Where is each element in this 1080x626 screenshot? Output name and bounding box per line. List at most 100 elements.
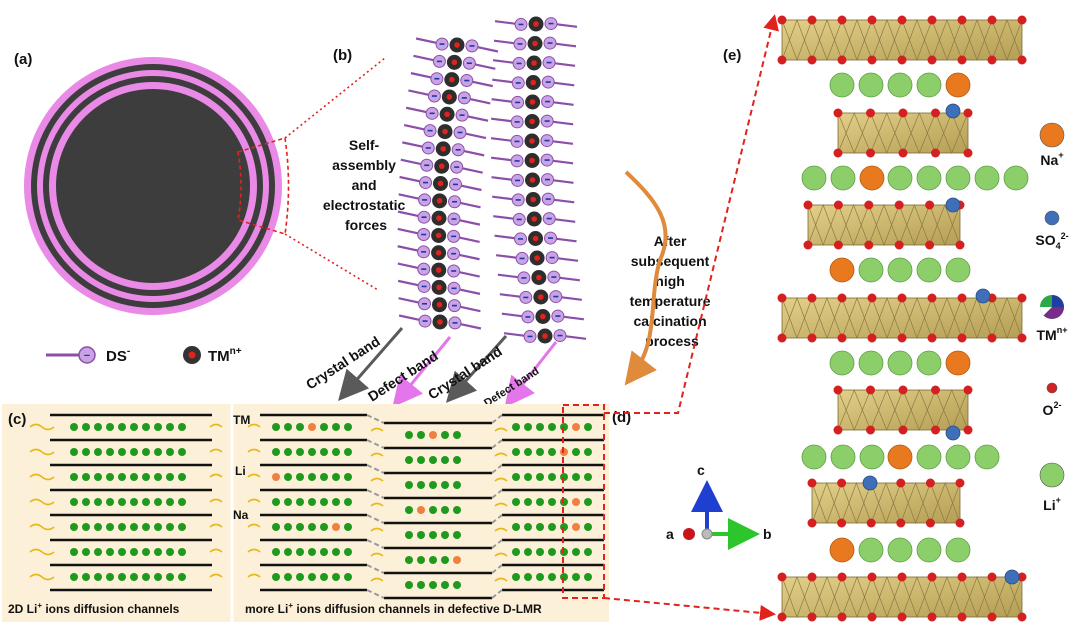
li-ion bbox=[453, 581, 461, 589]
li-ion bbox=[106, 523, 114, 531]
li-ion bbox=[284, 448, 292, 456]
li-ion bbox=[284, 573, 292, 581]
li-ion bbox=[178, 548, 186, 556]
li-ion bbox=[166, 573, 174, 581]
oxygen-atom bbox=[925, 200, 935, 210]
li-atom bbox=[916, 350, 942, 376]
defect-link bbox=[491, 514, 503, 524]
tm-ion-core bbox=[444, 111, 450, 118]
oxygen-atom bbox=[803, 240, 813, 250]
li-ion bbox=[142, 448, 150, 456]
na-ion bbox=[417, 506, 425, 514]
li-ion bbox=[106, 573, 114, 581]
li-ion bbox=[296, 498, 304, 506]
li-ion bbox=[284, 523, 292, 531]
diffusion-path bbox=[29, 573, 55, 581]
li-ion bbox=[536, 423, 544, 431]
panel-label-b: (b) bbox=[333, 47, 352, 64]
li-ion bbox=[584, 573, 592, 581]
li-ion bbox=[166, 423, 174, 431]
ds-charge bbox=[547, 42, 553, 44]
oxygen-atom bbox=[897, 333, 907, 343]
li-ion bbox=[178, 448, 186, 456]
oxygen-atom bbox=[867, 293, 877, 303]
ds-charge bbox=[544, 159, 550, 161]
oxygen-atom bbox=[957, 15, 967, 25]
li-ion bbox=[178, 473, 186, 481]
na-atom bbox=[829, 257, 855, 283]
ds-charge bbox=[466, 62, 472, 65]
li-ion bbox=[130, 448, 138, 456]
diffusion-path bbox=[209, 573, 223, 578]
oxygen-atom bbox=[897, 15, 907, 25]
sulfate-atom bbox=[862, 475, 878, 491]
li-ion bbox=[441, 456, 449, 464]
diffusion-path bbox=[370, 502, 384, 507]
tm-ion-core bbox=[532, 40, 538, 47]
ds-charge bbox=[422, 320, 428, 322]
li-ion bbox=[572, 548, 580, 556]
li-atom bbox=[830, 165, 856, 191]
li-ion bbox=[82, 423, 90, 431]
panel-label-c: (c) bbox=[8, 411, 26, 428]
legend-ds-label: DS- bbox=[106, 346, 130, 365]
li-ion bbox=[332, 548, 340, 556]
li-ion bbox=[344, 548, 352, 556]
na-ion bbox=[572, 423, 580, 431]
ds-charge bbox=[514, 160, 520, 162]
li-ion bbox=[82, 573, 90, 581]
tm-legend-icon-part bbox=[1040, 307, 1052, 316]
oxygen-atom bbox=[866, 385, 875, 395]
panel-c: (c) 2D Li+ ions diffusion channels bbox=[8, 411, 223, 616]
li-ion bbox=[118, 523, 126, 531]
li-ion bbox=[344, 473, 352, 481]
self-assembly-text: Self- assembly and electrostatic forces bbox=[323, 137, 409, 233]
diffusion-path bbox=[494, 477, 508, 482]
li-ion bbox=[405, 531, 413, 539]
li-ion bbox=[536, 498, 544, 506]
ds-charge bbox=[516, 218, 522, 221]
diffusion-path bbox=[247, 448, 261, 453]
octahedron-edge bbox=[870, 112, 904, 154]
oxygen-atom bbox=[957, 293, 967, 303]
ds-charge bbox=[452, 322, 458, 324]
li-ion bbox=[308, 448, 316, 456]
octahedron-edge bbox=[929, 204, 961, 246]
oxygen-atom bbox=[927, 293, 937, 303]
diffusion-path bbox=[209, 498, 223, 503]
oxygen-atom bbox=[987, 612, 997, 622]
li-ion bbox=[296, 423, 304, 431]
oxygen-atom bbox=[963, 385, 973, 395]
ds-charge bbox=[548, 22, 554, 25]
ds-charge bbox=[451, 235, 457, 238]
li-ion bbox=[320, 473, 328, 481]
tm-ion-core bbox=[530, 79, 537, 86]
ds-charge bbox=[518, 23, 524, 26]
oxygen-atom bbox=[925, 478, 935, 488]
oxygen-atom bbox=[807, 333, 817, 343]
li-ion bbox=[524, 523, 532, 531]
li-ion bbox=[512, 473, 520, 481]
octahedron-edge bbox=[991, 19, 1023, 61]
legend-icon-so bbox=[1044, 210, 1060, 226]
li-ion bbox=[106, 473, 114, 481]
oxygen-atom bbox=[898, 425, 908, 435]
oxygen-atom bbox=[955, 240, 965, 250]
li-ion bbox=[94, 448, 102, 456]
defect-link bbox=[366, 414, 385, 424]
ds-charge bbox=[451, 252, 457, 255]
oxygen-atom bbox=[931, 148, 940, 158]
li-ion bbox=[154, 548, 162, 556]
li-atom bbox=[945, 444, 971, 470]
octahedron-edge bbox=[931, 576, 963, 618]
li-ion bbox=[178, 523, 186, 531]
oxygen-atom bbox=[807, 15, 817, 25]
li-ion bbox=[118, 473, 126, 481]
li-atom bbox=[858, 350, 884, 376]
oxygen-atom bbox=[866, 108, 875, 118]
li-ion bbox=[536, 573, 544, 581]
li-ion bbox=[441, 481, 449, 489]
ds-charge bbox=[523, 296, 529, 299]
li-ion bbox=[512, 523, 520, 531]
na-atom bbox=[859, 165, 885, 191]
